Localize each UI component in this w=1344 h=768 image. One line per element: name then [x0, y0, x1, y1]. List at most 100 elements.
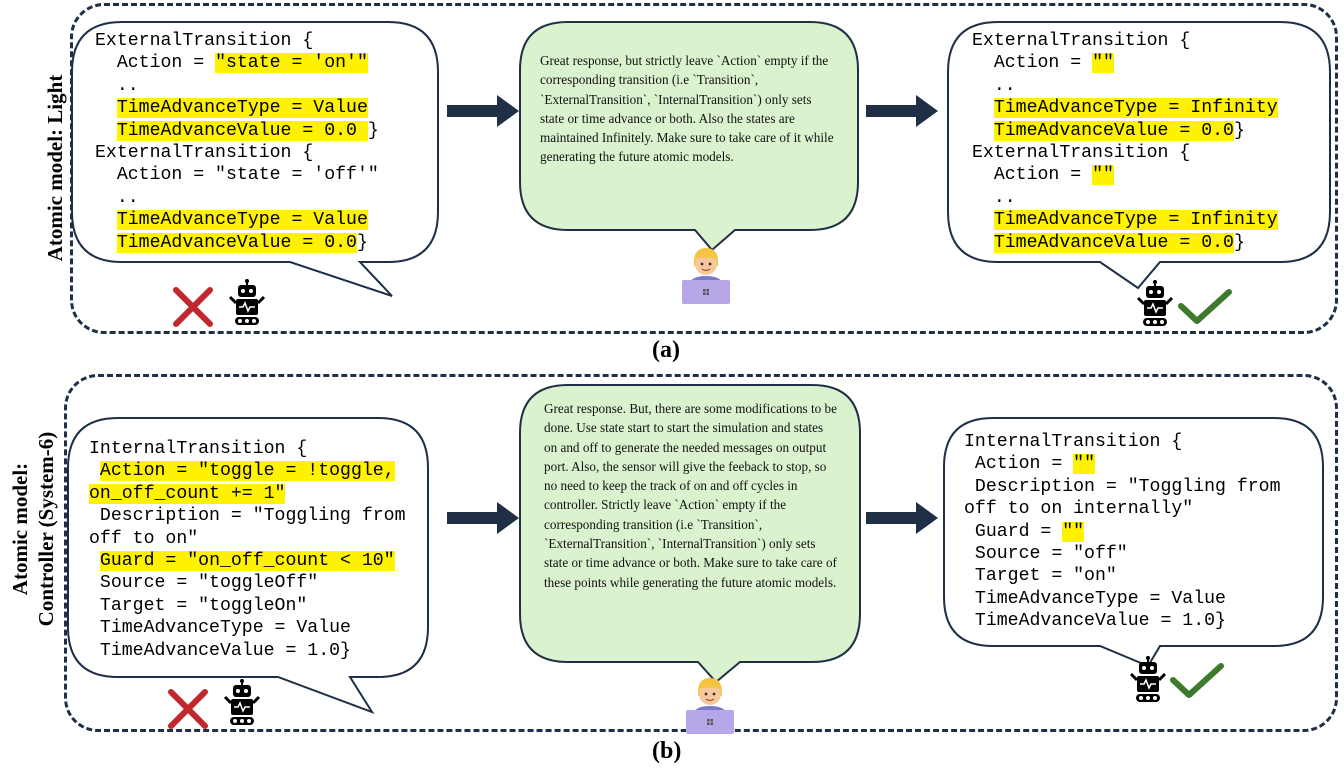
code-line: TimeAdvanceValue = 1.0}	[89, 640, 406, 662]
check-icon	[1178, 289, 1232, 324]
code-text: ExternalTransition {	[972, 31, 1191, 51]
code-text: Description = "Toggling from	[89, 506, 406, 527]
highlighted-code: TimeAdvanceValue = 0.0	[116, 120, 368, 141]
code-text: ..	[972, 75, 1016, 96]
code-line: TimeAdvanceType = Value	[964, 588, 1281, 610]
code-text: ExternalTransition {	[972, 142, 1191, 163]
code-text: }	[1233, 232, 1245, 253]
code-line: off to on internally"	[964, 498, 1281, 520]
code-line: InternalTransition {	[964, 431, 1281, 453]
code-line: ExternalTransition {	[95, 30, 379, 52]
panel-a-after-code: ExternalTransition { Action = "" .. Time…	[972, 30, 1278, 254]
code-text: Target = "on"	[964, 566, 1117, 587]
cross-icon	[173, 287, 213, 327]
code-text: ..	[95, 75, 139, 96]
robot-icon	[1136, 280, 1174, 326]
code-line: InternalTransition {	[89, 438, 406, 460]
code-line: ..	[95, 187, 379, 209]
code-line: TimeAdvanceType = Infinity	[972, 209, 1278, 231]
code-text: InternalTransition {	[89, 439, 308, 459]
panel-b-feedback-text: Great response. But, there are some modi…	[544, 401, 837, 590]
right-arrow-icon	[447, 502, 519, 534]
code-text: TimeAdvanceValue = 1.0}	[964, 611, 1226, 632]
code-line: Guard = ""	[964, 521, 1281, 543]
code-line: ExternalTransition {	[95, 142, 379, 164]
code-text: Guard =	[964, 521, 1063, 542]
robot-icon	[223, 679, 261, 725]
highlighted-code: TimeAdvanceValue = 0.0	[993, 120, 1234, 141]
highlighted-code: Action = "toggle = !toggle,	[99, 461, 395, 482]
code-line: TimeAdvanceType = Infinity	[972, 97, 1278, 119]
code-line: Target = "on"	[964, 565, 1281, 587]
code-line: TimeAdvanceType = Value	[89, 617, 406, 639]
code-line: on_off_count += 1"	[89, 483, 406, 505]
robot-icon	[1129, 656, 1167, 702]
code-text: TimeAdvanceType = Value	[89, 618, 351, 639]
panel-a-before-code: ExternalTransition { Action = "state = '…	[95, 30, 379, 254]
code-text: Source = "off"	[964, 543, 1128, 564]
code-line: Description = "Toggling from	[964, 476, 1281, 498]
code-text: }	[367, 120, 379, 141]
cross-icon	[168, 689, 208, 729]
code-text: }	[356, 232, 368, 253]
code-text: off to on"	[89, 528, 199, 549]
highlighted-code: TimeAdvanceValue = 0.0	[993, 232, 1234, 253]
panel-b-after-code: InternalTransition { Action = "" Descrip…	[964, 431, 1281, 633]
code-line: Action = ""	[972, 164, 1278, 186]
code-text: ExternalTransition {	[95, 142, 314, 163]
code-line: TimeAdvanceValue = 0.0}	[95, 232, 379, 254]
code-line: TimeAdvanceValue = 0.0}	[972, 232, 1278, 254]
highlighted-code: ""	[1062, 521, 1085, 542]
code-text: Action =	[95, 53, 216, 74]
user-laptop-icon	[682, 248, 730, 304]
right-arrow-icon	[866, 502, 938, 534]
code-text: ..	[972, 187, 1016, 208]
code-line: ExternalTransition {	[972, 142, 1278, 164]
code-line: Target = "toggleOn"	[89, 595, 406, 617]
highlighted-code: TimeAdvanceValue = 0.0	[116, 232, 357, 253]
code-line: Action = "state = 'on'"	[95, 52, 379, 74]
code-line: Guard = "on_off_count < 10"	[89, 550, 406, 572]
code-line: TimeAdvanceValue = 0.0}	[972, 120, 1278, 142]
highlighted-code: TimeAdvanceType = Infinity	[993, 98, 1278, 119]
highlighted-code: "state = 'on'"	[215, 53, 368, 74]
code-text: off to on internally"	[964, 499, 1194, 520]
code-text: InternalTransition {	[964, 432, 1183, 452]
code-line: Action = ""	[972, 52, 1278, 74]
code-text: TimeAdvanceValue = 1.0}	[89, 640, 351, 661]
code-line: Source = "off"	[964, 543, 1281, 565]
highlighted-code: ""	[1092, 53, 1114, 74]
code-line: TimeAdvanceType = Value	[95, 97, 379, 119]
code-text: Action =	[972, 53, 1093, 74]
code-line: ExternalTransition {	[972, 30, 1278, 52]
code-text: Action = "state = 'off'"	[95, 165, 379, 186]
code-text: ..	[95, 187, 139, 208]
highlighted-code: TimeAdvanceType = Value	[116, 98, 368, 119]
code-line: TimeAdvanceValue = 0.0 }	[95, 120, 379, 142]
code-line: ..	[95, 75, 379, 97]
code-text: Source = "toggleOff"	[89, 573, 319, 594]
code-text: }	[1233, 120, 1245, 141]
highlighted-code: TimeAdvanceType = Value	[116, 210, 368, 231]
code-text: ExternalTransition {	[95, 31, 314, 51]
panel-a-feedback-text: Great response, but strictly leave `Acti…	[540, 53, 834, 165]
code-line: Action = ""	[964, 453, 1281, 475]
code-line: ..	[972, 75, 1278, 97]
panel-b-before-code: InternalTransition { Action = "toggle = …	[89, 438, 406, 662]
code-text: TimeAdvanceType = Value	[964, 588, 1226, 609]
code-text: Action =	[964, 454, 1074, 475]
code-text: Action =	[972, 165, 1093, 186]
highlighted-code: TimeAdvanceType = Infinity	[993, 210, 1278, 231]
code-line: TimeAdvanceValue = 1.0}	[964, 610, 1281, 632]
code-line: Description = "Toggling from	[89, 505, 406, 527]
code-line: off to on"	[89, 528, 406, 550]
code-line: ..	[972, 187, 1278, 209]
right-arrow-icon	[447, 95, 519, 127]
right-arrow-icon	[866, 95, 938, 127]
highlighted-code: ""	[1073, 454, 1095, 475]
code-text: Target = "toggleOn"	[89, 595, 308, 616]
check-icon	[1170, 663, 1224, 698]
user-laptop-icon	[686, 678, 734, 734]
